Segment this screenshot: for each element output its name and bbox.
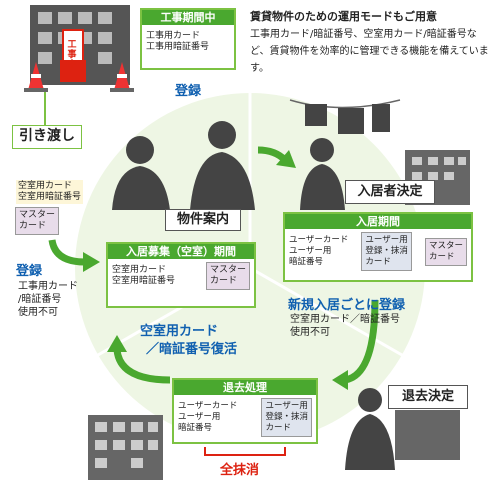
people-silhouette-icon [112, 121, 255, 210]
move-out-process-header: 退去処理 [174, 380, 316, 395]
vacancy-restore-text: 空室用カード ／暗証番号復活 [140, 323, 237, 359]
erase-all-label: 全抹消 [220, 463, 260, 478]
handover-vacant-card-line: 空室用カード [18, 181, 73, 191]
master-card-line: カード [209, 276, 237, 286]
occupancy-user-line: ユーザーカード [289, 235, 349, 245]
new-registration-title: 新規入居ごとに登録 [288, 298, 406, 313]
construction-period-header: 工事期間中 [142, 10, 234, 25]
occupancy-user-line: 暗証番号 [289, 257, 324, 267]
construction-sign: 工事中 [67, 40, 77, 70]
arrow-handover-to-recruitment [48, 239, 100, 272]
move-out-user-line: ユーザーカード [178, 401, 238, 411]
occupancy-period-box: 入居期間 ユーザーカード ユーザー用 暗証番号 ユーザー用 登録・抹消 カード … [283, 212, 473, 282]
vacancy-restore-line: 空室用カード [140, 324, 219, 339]
construction-card-line: 工事用カード [146, 31, 201, 41]
handover-label: 引き渡し [12, 125, 82, 149]
person-moving-in-icon [300, 138, 345, 210]
registration-card-line: カード [365, 257, 391, 267]
occupancy-user-line: ユーザー用 [289, 246, 332, 256]
new-registration-note-line: 使用不可 [290, 327, 330, 338]
intro-body: 工事用カード/暗証番号、空室用カード/暗証番号など、賃貸物件を効率的に管理できる… [250, 29, 489, 74]
handover-note-line: /暗証番号 [18, 294, 62, 305]
handover-register-label: 登録 [16, 264, 43, 279]
arrow-tour-to-movein [257, 146, 296, 168]
master-card-line: マスター [428, 240, 463, 251]
recruitment-master-card: マスター カード [205, 262, 250, 290]
move-out-user-line: ユーザー用 [178, 412, 221, 422]
move-out-user-line: 暗証番号 [178, 423, 213, 433]
building-construction-icon [30, 5, 130, 85]
erase-bracket [204, 447, 286, 456]
handover-note-line: 使用不可 [18, 307, 58, 318]
move-in-decision-label: 入居者決定 [345, 180, 435, 204]
construction-period-box: 工事期間中 工事用カード 工事用暗証番号 [140, 8, 236, 70]
move-out-process-box: 退去処理 ユーザーカード ユーザー用 暗証番号 ユーザー用 登録・抹消 カード [172, 378, 318, 444]
registration-card-line: ユーザー用 [365, 235, 408, 245]
handover-vacant-card: 空室用カード 空室用暗証番号 [16, 180, 84, 204]
handover-note-line: 工事用カード [18, 281, 78, 292]
circle-divider [249, 266, 403, 357]
arrow-moveout-to-vacancy [107, 335, 171, 384]
intro-title: 賃貸物件のための運用モードもご用意 [250, 10, 437, 23]
master-card-line: マスター [209, 265, 246, 275]
new-registration-note-line: 空室用カード／暗証番号 [290, 314, 400, 325]
master-card-line: マスター [19, 210, 56, 220]
handover-note: 工事用カード /暗証番号 使用不可 [18, 280, 78, 319]
person-moving-out-icon [345, 388, 460, 470]
registration-card-line: ユーザー用 [265, 401, 308, 411]
construction-pin-line: 工事用暗証番号 [146, 42, 210, 52]
move-out-registration-card: ユーザー用 登録・抹消 カード [261, 398, 312, 437]
construction-register-label: 登録 [175, 84, 202, 99]
registration-card-line: 登録・抹消 [365, 246, 408, 256]
occupancy-period-header: 入居期間 [285, 214, 471, 229]
property-tour-label: 物件案内 [165, 209, 241, 231]
master-card-line: カード [428, 251, 455, 262]
laundry-icon [289, 99, 401, 134]
recruitment-period-box: 入居募集（空室）期間 空室用カード 空室用暗証番号 マスター カード [106, 242, 256, 308]
traffic-cone-icon [110, 62, 134, 92]
master-card-line: カード [19, 221, 47, 231]
recruitment-card-line: 空室用カード [112, 265, 167, 275]
move-out-decision-label: 退去決定 [388, 385, 468, 409]
building-vacant-icon [88, 415, 163, 480]
registration-card-line: カード [265, 423, 291, 433]
new-registration-note: 空室用カード／暗証番号 使用不可 [290, 313, 400, 339]
recruitment-pin-line: 空室用暗証番号 [112, 276, 176, 286]
handover-master-card: マスター カード [15, 207, 60, 235]
registration-card-line: 登録・抹消 [265, 412, 308, 422]
arrow-occupancy-to-moveout [332, 299, 379, 390]
recruitment-period-header: 入居募集（空室）期間 [108, 244, 254, 259]
traffic-cone-icon [24, 62, 48, 92]
occupancy-master-card: マスター カード [424, 237, 467, 266]
handover-vacant-pin-line: 空室用暗証番号 [18, 192, 82, 202]
vacancy-restore-line: ／暗証番号復活 [146, 342, 238, 357]
occupancy-registration-card: ユーザー用 登録・抹消 カード [361, 232, 412, 271]
